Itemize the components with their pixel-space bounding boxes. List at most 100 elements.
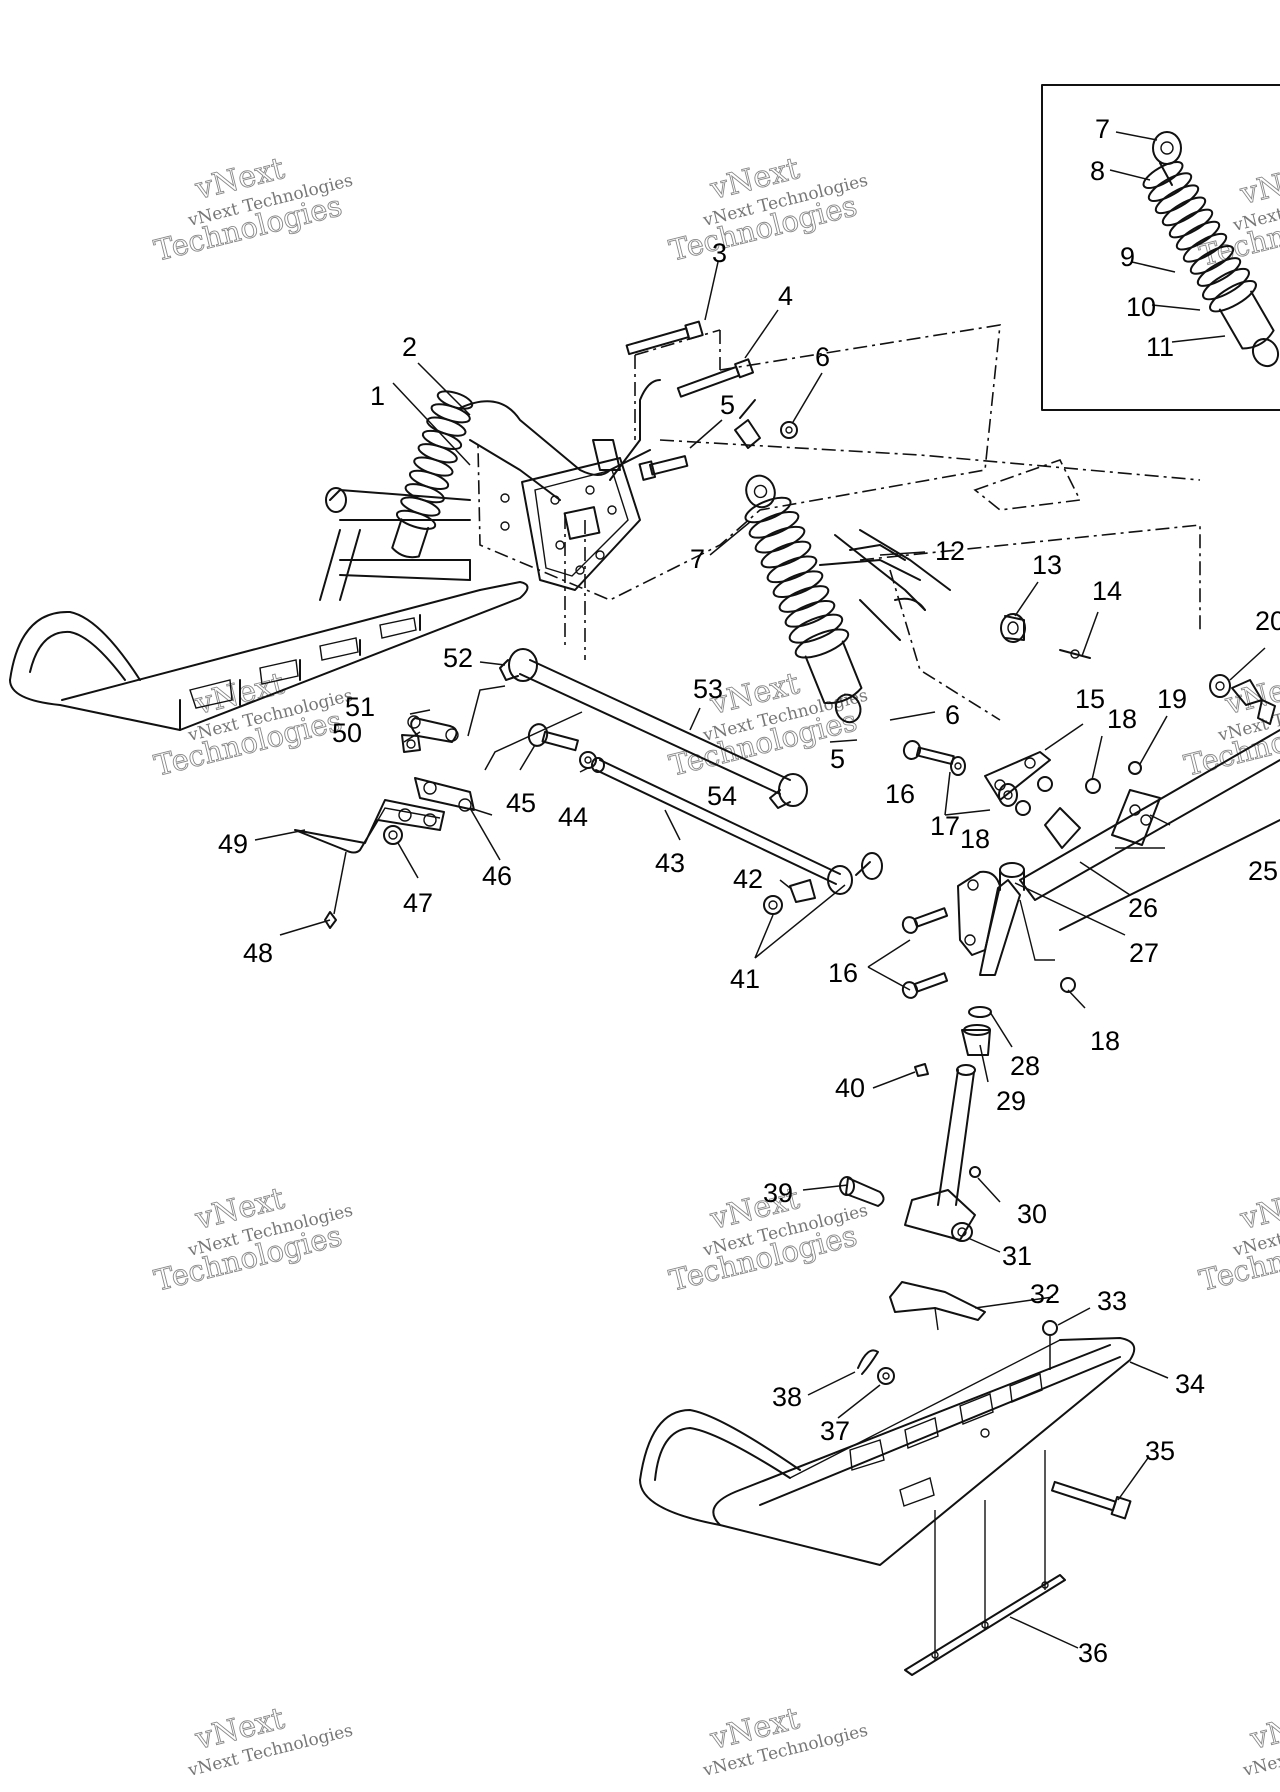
callout-label: 53: [693, 674, 723, 704]
callout-label: 42: [733, 864, 763, 894]
callout-label: 43: [655, 848, 685, 878]
callout-label: 6: [945, 700, 960, 730]
tie-rod-53: [499, 648, 808, 809]
bolts-16-lower: [901, 907, 949, 999]
nut-6-upper: [780, 421, 798, 439]
callout-label: 30: [1017, 1199, 1047, 1229]
watermark: vNext vNext Technologies: [700, 1701, 870, 1781]
parts-20: [1209, 674, 1276, 725]
upper-frame-tube: [459, 379, 661, 501]
watermark-line1: vNext: [1236, 1181, 1280, 1237]
watermark: vNext vNext Technologies: [185, 1701, 355, 1781]
chassis-phantom-outline: [477, 324, 1201, 721]
callout-label: 19: [1157, 684, 1187, 714]
block-25: [1111, 789, 1161, 846]
callout-label: 47: [403, 888, 433, 918]
callout-label: 18: [1107, 704, 1137, 734]
cotter-pin-38: [857, 1349, 879, 1375]
tie-rod-43: [591, 757, 883, 895]
leader: [1151, 304, 1201, 311]
callout-label: 54: [707, 781, 737, 811]
callout-label: 39: [763, 1178, 793, 1208]
nut-41: [763, 895, 783, 915]
bracket-26: [1044, 807, 1081, 849]
connector-line: [467, 685, 506, 737]
bushing-13: [1000, 613, 1026, 643]
bracket-46: [414, 777, 493, 816]
spindle-housing: [957, 862, 1025, 976]
bolt-5-upper: [638, 455, 689, 481]
leader: [1109, 169, 1151, 181]
callout-label: 14: [1092, 576, 1122, 606]
nut-50: [401, 734, 421, 753]
watermark-line1: vNext: [1246, 1701, 1280, 1757]
callout-label: 26: [1128, 893, 1158, 923]
callout-label: 35: [1145, 1436, 1175, 1466]
callout-label: 46: [482, 861, 512, 891]
leader: [1115, 131, 1158, 141]
lower-a-arm: [1019, 729, 1280, 961]
bolt-35: [1050, 1480, 1132, 1520]
leader: [1131, 261, 1176, 273]
spacer-42: [789, 879, 816, 903]
watermark: vNext vNext Technologies Technologies: [150, 1181, 355, 1298]
callout-label: 17: [930, 811, 960, 841]
callout-label: 50: [332, 718, 362, 748]
callout-label: 25: [1248, 856, 1278, 886]
callout-label: 2: [402, 332, 417, 362]
callout-label: 13: [1032, 550, 1062, 580]
leader-lines: [254, 261, 1266, 1649]
callout-label: 11: [1146, 332, 1174, 362]
clip-30: [969, 1166, 981, 1178]
ski-34: [639, 1337, 1136, 1566]
callout-label: 29: [996, 1086, 1026, 1116]
shock-detail-inset: [1041, 84, 1280, 411]
callout-label: 40: [835, 1073, 865, 1103]
nut-stud: [500, 439, 621, 531]
callout-label: 18: [1090, 1026, 1120, 1056]
callout-label: 16: [885, 779, 915, 809]
callout-label: 12: [935, 536, 965, 566]
link-plate-51: [407, 715, 459, 743]
callout-label: 38: [772, 1382, 802, 1412]
center-shock-absorber: [734, 399, 951, 724]
callout-label: 31: [1002, 1241, 1032, 1271]
watermark-group: vNext vNext Technologies Technologies vN…: [150, 151, 1280, 1781]
callout-label: 20: [1255, 606, 1280, 636]
nut-37: [877, 1367, 895, 1385]
callout-label: 4: [778, 281, 793, 311]
watermark: vNext vNext Technologies Technologies: [150, 151, 355, 268]
ski-saddle-32: [889, 1281, 986, 1331]
callout-label: 18: [960, 824, 990, 854]
callout-label: 9: [1120, 242, 1135, 272]
callout-label: 52: [443, 643, 473, 673]
bolt-16-upper: [902, 740, 955, 766]
bracket-49: [294, 799, 445, 854]
inset-frame: [1041, 84, 1280, 411]
clip-19: [1128, 761, 1142, 775]
callout-label: 36: [1078, 1638, 1108, 1668]
bolt-3: [625, 320, 704, 356]
grease-fitting-40: [914, 1063, 929, 1077]
callout-label: 15: [1075, 684, 1105, 714]
nut-47: [383, 825, 403, 845]
nut-33: [1042, 1320, 1058, 1370]
main-callouts: 1 2 3 4 5 6 7 12 13 14 20 52 53 51 50 6 …: [218, 238, 1280, 1668]
callout-label: 48: [243, 938, 273, 968]
callout-label: 5: [830, 744, 845, 774]
callout-label: 1: [370, 381, 385, 411]
left-ski-assembly: [9, 487, 529, 731]
nuts-18: [1015, 776, 1101, 993]
bushing-28-29: [961, 1006, 992, 1056]
callout-label: 16: [828, 958, 858, 988]
callout-label: 32: [1030, 1279, 1060, 1309]
callout-label: 44: [558, 802, 588, 832]
watermark: vNext vNext Technologies Technologies: [665, 151, 870, 268]
watermark: vNext vNext Technologies Technologies: [1195, 1181, 1280, 1298]
callout-label: 7: [690, 544, 705, 574]
runner-36: [904, 1450, 1066, 1676]
inset-callouts: 7 8 9 10 11: [1090, 114, 1174, 362]
callout-label: 51: [345, 692, 375, 722]
callout-label: 8: [1090, 156, 1105, 186]
